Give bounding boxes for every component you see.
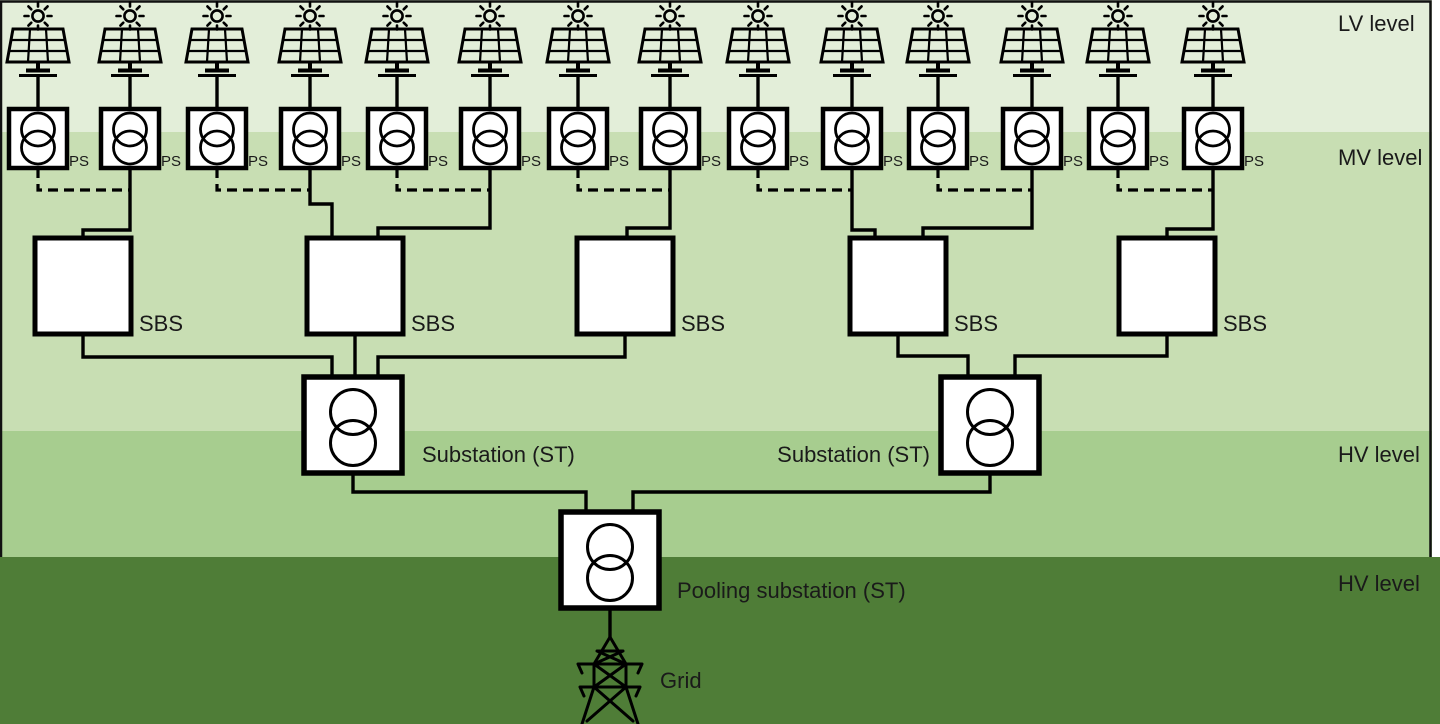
dashed-tie bbox=[395, 168, 490, 192]
collector-line bbox=[81, 332, 334, 379]
pooling-substation: Pooling substation (ST) bbox=[561, 512, 906, 608]
ps-label: PS bbox=[701, 153, 721, 170]
hv-line bbox=[631, 471, 992, 514]
pooling-substation-label: Pooling substation (ST) bbox=[677, 578, 906, 603]
feeder-line bbox=[625, 168, 672, 240]
substation-transformer bbox=[304, 377, 402, 473]
hv-level-label: HV level bbox=[1338, 442, 1420, 467]
substation-transformer bbox=[941, 377, 1039, 473]
ps-label: PS bbox=[1149, 153, 1169, 170]
dashed-tie bbox=[936, 168, 1032, 192]
ps-label: PS bbox=[69, 153, 89, 170]
sbs-box bbox=[1119, 238, 1215, 334]
sbs-label: SBS bbox=[139, 311, 183, 336]
hv-band bbox=[0, 431, 1432, 557]
ps-label: PS bbox=[1244, 153, 1264, 170]
slide-border bbox=[0, 0, 1432, 557]
feeder-line bbox=[376, 168, 492, 240]
substation-to-pooling-lines bbox=[351, 471, 992, 514]
collector-line bbox=[376, 332, 627, 379]
ps-label: PS bbox=[883, 153, 903, 170]
ps-label: PS bbox=[161, 153, 181, 170]
dashed-tie bbox=[36, 168, 130, 192]
feeder-line bbox=[308, 168, 334, 240]
sbs-label: SBS bbox=[954, 311, 998, 336]
feeder-line bbox=[1165, 168, 1215, 240]
level-labels: LV level MV level HV level HV level bbox=[1338, 11, 1422, 596]
lv-level-label: LV level bbox=[1338, 11, 1415, 36]
ps-label: PS bbox=[341, 153, 361, 170]
ps-label: PS bbox=[609, 153, 629, 170]
dashed-tie bbox=[576, 168, 670, 192]
ps-label: PS bbox=[789, 153, 809, 170]
dashed-tie bbox=[1116, 168, 1213, 192]
sbs-boxes: SBS SBS SBS SBS SBS bbox=[35, 238, 1267, 336]
ps-label: PS bbox=[428, 153, 448, 170]
ps-labels: PS PS PS PS PS PS PS PS PS PS PS PS PS P… bbox=[69, 153, 1264, 170]
sbs-box bbox=[35, 238, 131, 334]
feeder-line bbox=[81, 168, 132, 240]
sbs-label: SBS bbox=[681, 311, 725, 336]
substation-label: Substation (ST) bbox=[777, 442, 930, 467]
substation-label: Substation (ST) bbox=[422, 442, 575, 467]
ps-label: PS bbox=[521, 153, 541, 170]
hv-line bbox=[351, 471, 588, 514]
mv-level-label: MV level bbox=[1338, 145, 1422, 170]
feeder-line bbox=[921, 168, 1034, 240]
hv-dark-band bbox=[0, 557, 1440, 724]
sbs-label: SBS bbox=[1223, 311, 1267, 336]
page-margin bbox=[1432, 0, 1440, 557]
ps-label: PS bbox=[1063, 153, 1083, 170]
ps-label: PS bbox=[248, 153, 268, 170]
hv-dark-level-label: HV level bbox=[1338, 571, 1420, 596]
mv-dashed-ties bbox=[36, 168, 1213, 192]
sbs-to-substation-lines bbox=[81, 332, 1169, 379]
grid-label: Grid bbox=[660, 668, 702, 693]
dashed-tie bbox=[756, 168, 852, 192]
sbs-box bbox=[577, 238, 673, 334]
sbs-box bbox=[307, 238, 403, 334]
collector-line bbox=[1013, 332, 1169, 379]
collector-line bbox=[896, 332, 970, 379]
substations: Substation (ST) Substation (ST) bbox=[304, 377, 1039, 473]
dashed-tie bbox=[215, 168, 310, 192]
ps-label: PS bbox=[969, 153, 989, 170]
pooling-substation-transformer bbox=[561, 512, 659, 608]
sbs-label: SBS bbox=[411, 311, 455, 336]
ps-to-sbs-feeders bbox=[81, 168, 1215, 240]
feeder-line bbox=[850, 168, 877, 240]
transmission-tower-icon bbox=[576, 635, 644, 724]
sbs-box bbox=[850, 238, 946, 334]
